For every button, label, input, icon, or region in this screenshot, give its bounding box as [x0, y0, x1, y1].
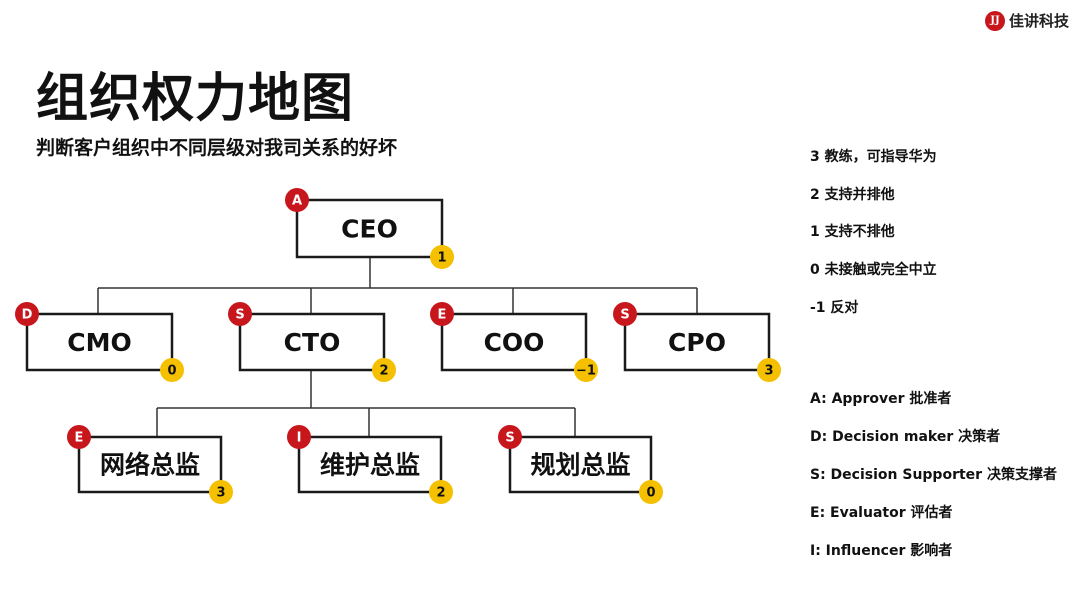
score-badge-label: 2	[436, 486, 445, 501]
role-badge-icon	[67, 425, 91, 449]
brand-mark-icon: JJ	[985, 10, 1005, 31]
role-badge-label: A	[292, 194, 302, 209]
node-label: 网络总监	[100, 451, 200, 480]
node-label: CPO	[668, 328, 726, 357]
score-badge-icon	[372, 358, 396, 382]
score-badge-icon	[639, 480, 663, 504]
role-legend-item: E: Evaluator 评估者	[810, 505, 953, 521]
connectors	[97, 257, 698, 437]
role-badge-icon	[430, 302, 454, 326]
score-legend-item: -1 反对	[810, 300, 859, 316]
role-badge-label: S	[505, 431, 514, 446]
node-net: 网络总监 E 3	[67, 425, 233, 504]
score-legend-item: 1 支持不排他	[810, 224, 895, 240]
node-label: CEO	[341, 215, 398, 244]
role-badge-label: I	[297, 431, 302, 446]
score-badge-label: 1	[437, 251, 446, 266]
node-ceo: CEO A 1	[285, 188, 454, 269]
role-badge-icon	[287, 425, 311, 449]
node-box	[508, 435, 653, 494]
role-badge-label: D	[22, 308, 33, 323]
role-legend-item: D: Decision maker 决策者	[810, 429, 1001, 445]
role-badge-icon	[285, 188, 309, 212]
role-badge-icon	[15, 302, 39, 326]
score-legend-item: 3 教练，可指导华为	[810, 149, 937, 165]
node-label: 规划总监	[530, 451, 630, 480]
node-box	[623, 312, 771, 372]
role-badge-label: S	[620, 308, 629, 323]
brand-name: 佳讲科技	[1009, 12, 1070, 30]
role-legend-item: S: Decision Supporter 决策支撑者	[810, 467, 1057, 483]
role-legend-item: A: Approver 批准者	[810, 391, 952, 407]
role-badge-icon	[613, 302, 637, 326]
node-label: CMO	[67, 328, 131, 357]
score-legend-item: 2 支持并排他	[810, 187, 895, 203]
score-badge-icon	[430, 245, 454, 269]
node-box	[440, 312, 588, 372]
node-label: CTO	[284, 328, 341, 357]
node-box	[238, 312, 386, 372]
score-legend-item: 0 未接触或完全中立	[810, 262, 937, 278]
node-cpo: CPO S 3	[613, 302, 781, 382]
role-badge-icon	[498, 425, 522, 449]
score-badge-label: 0	[167, 364, 176, 379]
node-coo: COO E −1	[430, 302, 598, 382]
score-badge-icon	[757, 358, 781, 382]
node-box	[25, 312, 174, 372]
node-label: COO	[484, 328, 545, 357]
node-box	[295, 198, 444, 259]
node-box	[77, 435, 223, 494]
page-title: 组织权力地图	[36, 69, 355, 129]
node-label: 维护总监	[320, 451, 420, 480]
brand-logo: JJ 佳讲科技	[985, 10, 1069, 31]
node-cmo: CMO D 0	[15, 302, 184, 382]
role-badge-label: E	[75, 431, 84, 446]
score-badge-label: 0	[646, 486, 655, 501]
node-plan: 规划总监 S 0	[498, 425, 663, 504]
score-badge-icon	[160, 358, 184, 382]
score-badge-label: 2	[379, 364, 388, 379]
score-badge-icon	[574, 358, 598, 382]
score-badge-label: 3	[764, 364, 773, 379]
role-badge-label: S	[235, 308, 244, 323]
score-badge-icon	[209, 480, 233, 504]
score-badge-label: −1	[576, 364, 596, 379]
page-subtitle: 判断客户组织中不同层级对我司关系的好坏	[36, 137, 398, 159]
node-cto: CTO S 2	[228, 302, 396, 382]
score-badge-label: 3	[216, 486, 225, 501]
role-badge-icon	[228, 302, 252, 326]
role-legend-item: I: Influencer 影响者	[810, 543, 953, 559]
node-mnt: 维护总监 I 2	[287, 425, 453, 504]
score-badge-icon	[429, 480, 453, 504]
role-badge-label: E	[438, 308, 447, 323]
node-box	[297, 435, 443, 494]
